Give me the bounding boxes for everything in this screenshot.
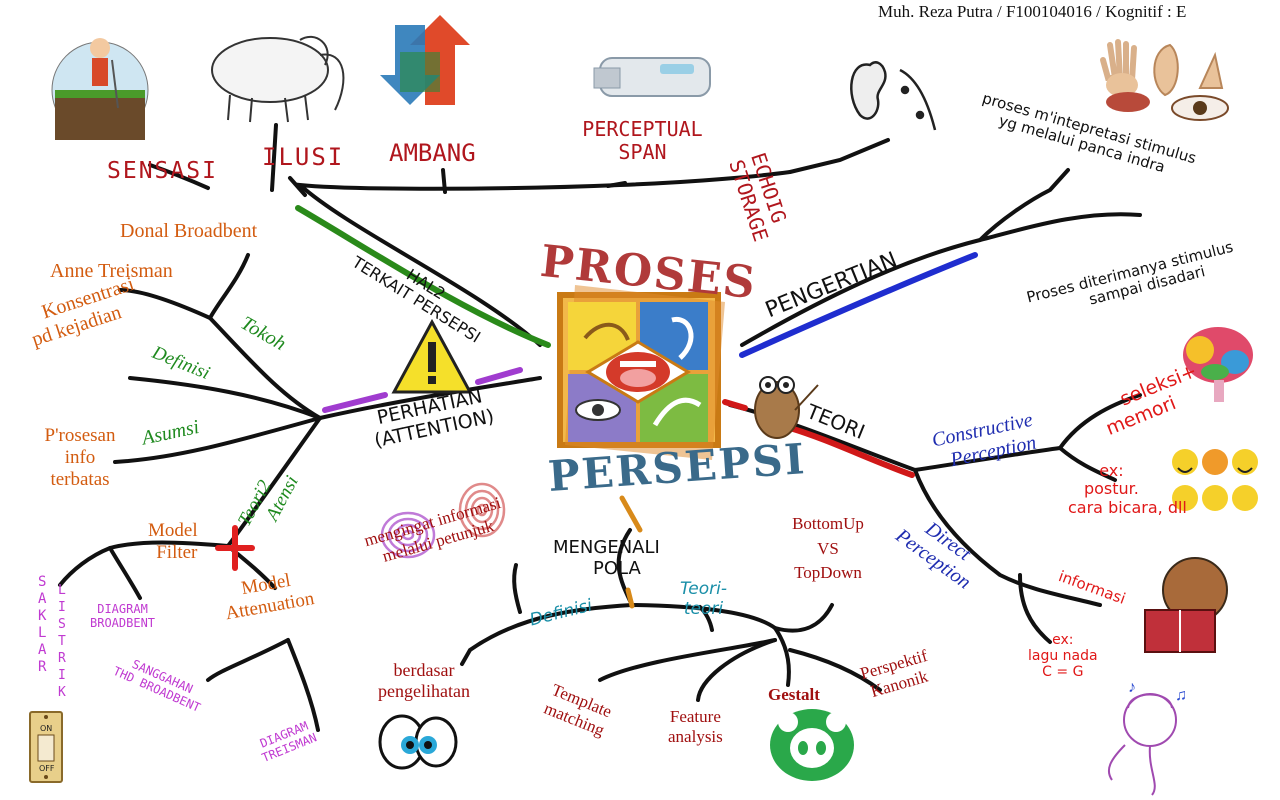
- ex2-line2: lagu nada: [1028, 648, 1098, 665]
- warning-sign-icon: [391, 318, 473, 394]
- red-highlight: [787, 425, 915, 478]
- mengenali-pola-label: MENGENALI POLA: [553, 537, 660, 579]
- teori-teori-line1: Teori-: [680, 579, 727, 599]
- model-filter-line2: Filter: [156, 541, 198, 563]
- music-listener-icon: ♪ ♫: [1107, 679, 1187, 796]
- svg-text:♪: ♪: [1128, 679, 1136, 696]
- blue-highlight: [739, 252, 978, 358]
- prosesan-line2: info: [64, 446, 96, 468]
- berdasar-line1: berdasar: [393, 660, 455, 680]
- teori-teori-line2: teori: [683, 598, 724, 619]
- switch-off-label: OFF: [39, 764, 55, 773]
- fingerprint-icon-1: [380, 511, 436, 559]
- orange-highlight-2: [625, 587, 635, 609]
- light-switch-icon: [29, 711, 63, 783]
- prosesan-line3: terbatas: [50, 468, 110, 490]
- feature-line2: analysis: [668, 726, 723, 746]
- fingerprint-icon-2: [458, 482, 506, 538]
- switch-on-label: ON: [40, 724, 53, 733]
- orange-highlight-1: [619, 495, 643, 533]
- diagram-broadbent-line2: BROADBENT: [90, 615, 156, 630]
- feature-line1: Feature: [669, 707, 721, 726]
- ex1-line3: cara bicara, dll: [1068, 497, 1187, 517]
- red-dash-highlight: [722, 399, 748, 411]
- diagram-broadbent-label: DIAGRAM BROADBENT: [90, 602, 156, 631]
- vs-line: VS: [817, 538, 839, 558]
- berdasar-label: berdasar pengelihatan: [378, 660, 470, 701]
- donal-broadbent-label: Donal Broadbent: [120, 220, 258, 242]
- sensasi-label: SENSASI: [107, 158, 218, 184]
- cartoon-eyes-icon: [378, 714, 458, 770]
- teori-teori-label: Teori- teori: [680, 579, 727, 619]
- owl-teacher-icon: [754, 376, 819, 439]
- model-filter-line1: Model: [148, 520, 198, 541]
- ex2-line1: ex:: [1052, 632, 1074, 648]
- pola-line: POLA: [593, 557, 641, 579]
- perceptual-span-line2: SPAN: [618, 140, 667, 164]
- reading-person-icon: [1144, 557, 1228, 653]
- prosesan-label: P'rosesan info terbatas: [30, 425, 130, 491]
- center-emblem: [557, 285, 725, 460]
- five-senses-icon: [1100, 39, 1229, 121]
- ear-music-icon: [850, 61, 937, 131]
- panda-icon: [770, 709, 854, 781]
- diagram-broadbent-line1: DIAGRAM: [97, 602, 148, 616]
- gestalt-label: Gestalt: [768, 685, 820, 704]
- ilusi-label: ILUSI: [262, 143, 345, 171]
- topdown-line: TopDown: [794, 563, 862, 583]
- purple-highlight-1: [322, 392, 388, 413]
- brain-icon: [1183, 327, 1253, 402]
- saklar-label: SAKLAR: [38, 574, 47, 675]
- green-highlight: [295, 205, 551, 348]
- farmer-sensation-icon: [51, 38, 149, 140]
- feature-analysis-label: Feature analysis: [668, 707, 723, 746]
- bottomup-topdown-label: BottomUp VS TopDown: [780, 512, 876, 586]
- ex1-line1: ex:: [1099, 461, 1124, 480]
- ambang-label: AMBANG: [389, 139, 476, 167]
- direct-example: ex: lagu nada C = G: [1028, 632, 1098, 680]
- perceptual-span-label: PERCEPTUAL SPAN: [575, 118, 710, 164]
- branch-lines: [58, 123, 1142, 732]
- usb-drive-icon: [593, 57, 711, 97]
- model-filter-label: Model Filter: [148, 520, 198, 564]
- ex2-line3: C = G: [1042, 664, 1084, 681]
- listrik-label: LISTRIK: [58, 583, 66, 700]
- mengenali-line: MENGENALI: [553, 537, 660, 558]
- perceptual-span-line1: PERCEPTUAL: [582, 117, 703, 141]
- svg-text:♫: ♫: [1175, 687, 1187, 704]
- author-credit: Muh. Reza Putra / F100104016 / Kognitif …: [878, 2, 1187, 21]
- purple-highlight-2: [475, 367, 523, 385]
- bottomup-line: BottomUp: [792, 514, 864, 533]
- anne-treisman-label: Anne Treisman: [50, 260, 173, 282]
- emoticons-icon: [1172, 449, 1258, 511]
- berdasar-line2: pengelihatan: [378, 680, 470, 701]
- constructive-example: ex: postur. cara bicara, dll: [1068, 461, 1187, 517]
- threshold-arrows-icon: [380, 15, 470, 105]
- ex1-line2: postur.: [1083, 479, 1139, 499]
- elephant-illusion-icon: [211, 35, 345, 123]
- cross-mark-icon: [215, 525, 255, 571]
- prosesan-line1: P'rosesan: [44, 425, 116, 446]
